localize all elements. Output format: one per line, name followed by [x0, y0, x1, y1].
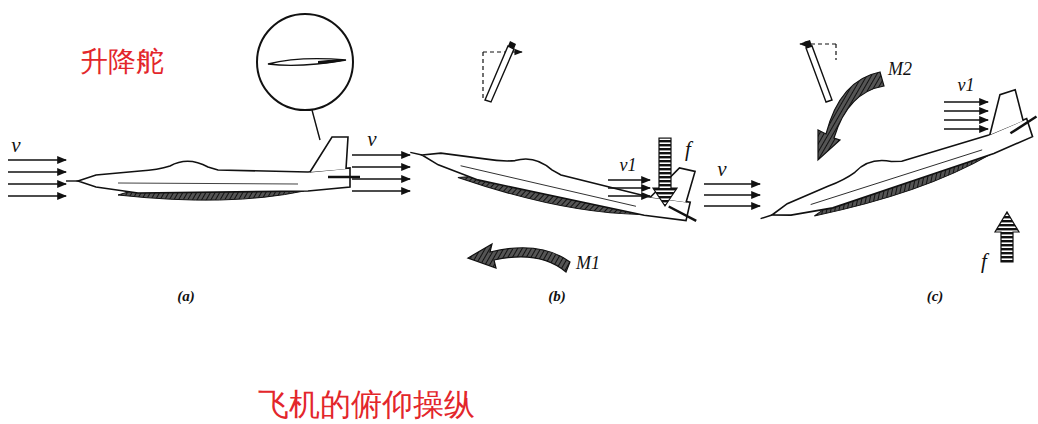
airplane-b: [406, 109, 707, 235]
force-arrow: [653, 138, 677, 206]
force-symbol: f: [685, 138, 691, 161]
control-stick: [483, 41, 522, 102]
airflow-arrows: [352, 155, 650, 196]
moment-arrow: [818, 72, 884, 160]
velocity-symbol: v: [717, 158, 726, 181]
elevator-inset: [257, 14, 353, 140]
airplane-c: [747, 86, 1038, 237]
panel-tag: (a): [177, 288, 195, 305]
velocity-symbol: v: [11, 134, 20, 157]
airflow-arrows: [8, 160, 66, 196]
part-name: 升降舵: [80, 47, 164, 78]
moment-symbol: M2: [888, 60, 912, 80]
control-stick: [800, 40, 836, 102]
force-symbol: f: [981, 250, 987, 273]
panel-tag: (c): [927, 288, 944, 305]
airflow-arrows: [704, 102, 988, 206]
moment-symbol: M1: [576, 254, 600, 274]
airplane-a: [66, 137, 360, 200]
velocity-symbol: v1: [958, 76, 975, 96]
panel-tag: (b): [548, 288, 566, 305]
force-arrow: [995, 212, 1019, 262]
velocity-symbol: v: [367, 128, 376, 151]
velocity-symbol: v1: [620, 156, 637, 176]
moment-arrow: [468, 244, 570, 272]
figure-caption: 飞机的俯仰操纵: [258, 387, 475, 421]
